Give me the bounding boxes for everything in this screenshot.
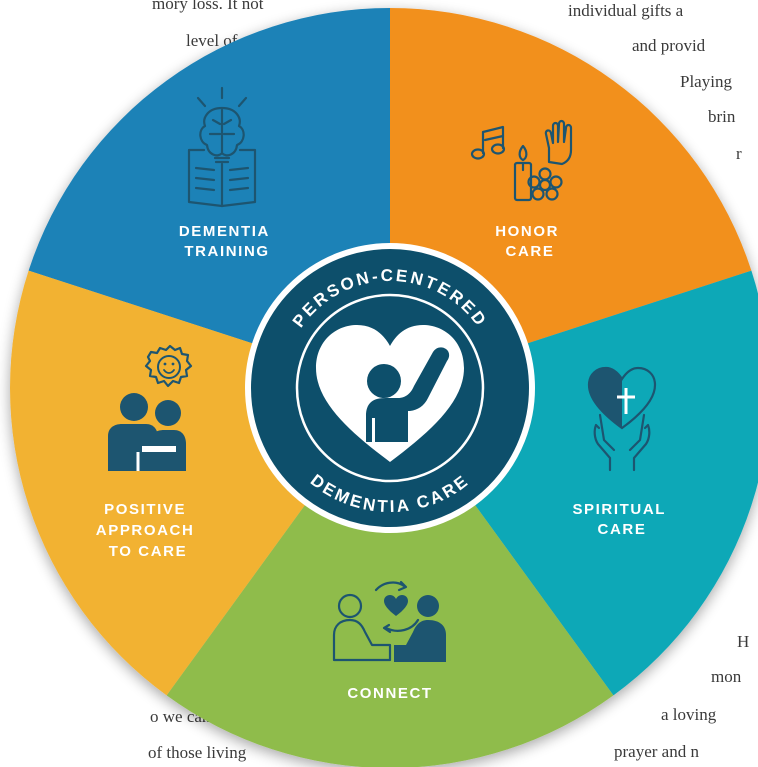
center-inner-ring xyxy=(295,293,485,483)
background-text: mory loss. It not xyxy=(152,0,264,13)
background-text: Playing xyxy=(680,72,732,91)
background-text: H xyxy=(737,632,750,651)
heart-cross-hands-icon xyxy=(587,366,657,472)
background-text: mon xyxy=(711,667,742,686)
background-text: of those living xyxy=(148,743,247,762)
background-text: individual gifts a xyxy=(568,1,684,20)
background-text: a loving xyxy=(661,705,717,724)
heart-person-icon xyxy=(316,325,464,462)
background-text: r xyxy=(736,144,742,163)
music-hand-candle-icon xyxy=(470,119,573,202)
background-text: prayer and n xyxy=(614,742,699,761)
label-spiritual-care: SPIRITUAL CARE xyxy=(572,501,671,538)
label-positive-approach: POSITIVE APPROACH TO CARE xyxy=(96,501,200,560)
background-text: and provid xyxy=(632,36,706,55)
people-connect-icon xyxy=(332,580,446,662)
segment-connect xyxy=(166,388,614,767)
background-text: brin xyxy=(708,107,736,126)
background-text: level of xyxy=(186,31,238,50)
label-connect: CONNECT xyxy=(347,685,432,702)
brain-book-icon xyxy=(187,86,257,208)
smile-hug-icon xyxy=(108,344,193,471)
label-dementia-training: DEMENTIA TRAINING xyxy=(179,223,275,260)
label-honor-care: HONOR CARE xyxy=(495,223,565,260)
